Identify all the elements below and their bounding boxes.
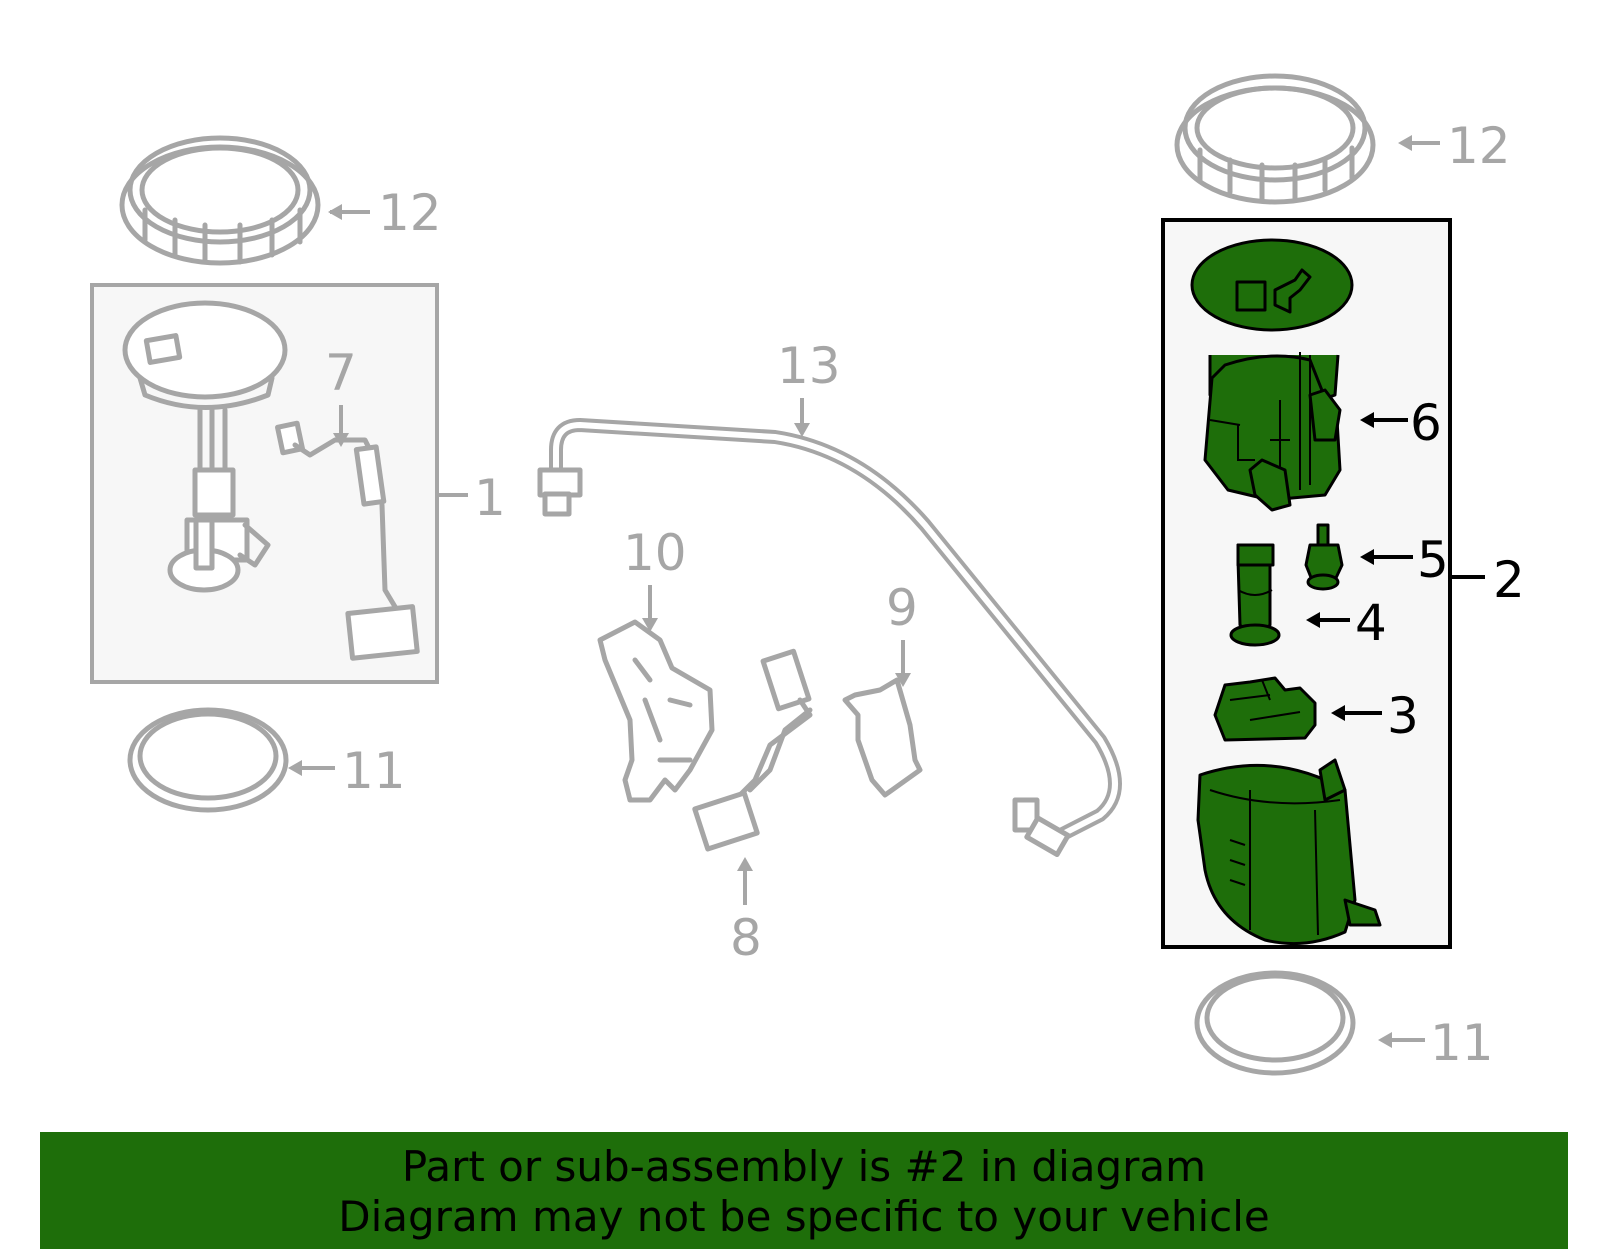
- leader-7: [333, 405, 349, 447]
- bracket-3: [1213, 676, 1317, 742]
- seal-11-left: [127, 707, 289, 813]
- seal-11-right: [1194, 970, 1356, 1076]
- reservoir-bowl: [1196, 758, 1382, 946]
- callout-12-left: 12: [378, 184, 442, 242]
- valve-5: [1304, 523, 1344, 591]
- leader-13: [794, 398, 810, 437]
- pump-assembly-6: [1190, 238, 1354, 512]
- bracket-10: [597, 619, 715, 803]
- callout-11-right: 11: [1430, 1014, 1494, 1072]
- lock-ring-12-right: [1174, 73, 1376, 205]
- banner-line-1: Part or sub-assembly is #2 in diagram: [401, 1142, 1207, 1191]
- leader-5: [1360, 549, 1413, 565]
- leader-11-left: [288, 760, 335, 776]
- leader-8: [737, 857, 753, 905]
- leader-4: [1306, 612, 1350, 628]
- callout-10: 10: [623, 524, 687, 582]
- callout-4: 4: [1355, 594, 1387, 652]
- filter-4: [1229, 543, 1281, 647]
- wiring-harness-7: [275, 420, 420, 661]
- callout-5: 5: [1417, 531, 1449, 589]
- leader-11-right: [1378, 1032, 1425, 1048]
- banner-line-2: Diagram may not be specific to your vehi…: [338, 1192, 1270, 1241]
- cover-9: [842, 677, 923, 798]
- leader-6: [1360, 412, 1408, 428]
- callout-2: 2: [1493, 551, 1525, 609]
- fuel-line-13: [537, 418, 1122, 858]
- leader-12-left: [328, 204, 370, 220]
- callout-7: 7: [325, 344, 357, 402]
- leader-10: [642, 585, 658, 632]
- callout-12-right: 12: [1447, 117, 1511, 175]
- callout-6: 6: [1410, 394, 1442, 452]
- info-banner: Part or sub-assembly is #2 in diagram Di…: [40, 1132, 1568, 1249]
- callout-8: 8: [730, 909, 762, 967]
- lock-ring-12-left: [119, 135, 321, 266]
- callout-13: 13: [777, 337, 841, 395]
- callout-9: 9: [886, 579, 918, 637]
- callout-3: 3: [1387, 687, 1419, 745]
- harness-8: [692, 648, 813, 852]
- leader-12-right: [1398, 135, 1440, 151]
- callout-1: 1: [474, 469, 506, 527]
- leader-9: [895, 640, 911, 687]
- callout-11-left: 11: [342, 742, 406, 800]
- leader-3: [1331, 705, 1382, 721]
